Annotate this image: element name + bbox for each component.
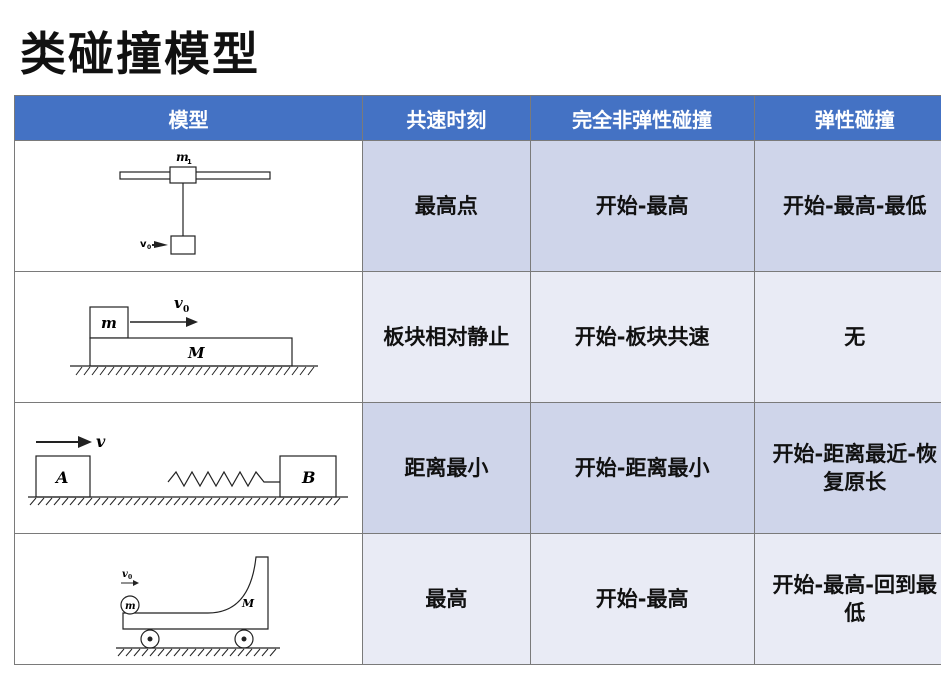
header-inelastic: 完全非弹性碰撞 [529, 95, 755, 141]
header-model: 模型 [14, 95, 363, 141]
cart-label: M [241, 597, 255, 610]
pendulum-svg: m 1 v 0 [119, 150, 272, 255]
velocity-subscript: 0 [128, 574, 132, 581]
table-row: m 1 v 0 最高点 开始-最高 开始-最高-最低 [14, 140, 941, 272]
ball-label: m [125, 601, 136, 612]
velocity-label: v [140, 239, 147, 250]
model-pendulum-diagram: m 1 v 0 [14, 140, 363, 272]
curved-cart-svg: v 0 m M [116, 556, 281, 657]
spring [167, 470, 281, 488]
velocity-label: v [122, 569, 128, 580]
table-row: m v 0 M [14, 271, 941, 403]
cell-elastic: 开始-距离最近-恢复原长 [753, 402, 941, 534]
cell-cospeed: 板块相对静止 [361, 271, 531, 403]
velocity-arrow-icon [186, 317, 199, 327]
cell-inelastic: 开始-最高 [529, 533, 755, 665]
velocity-label: v [174, 294, 183, 312]
small-block-label: m [101, 314, 117, 332]
table-header-row: 模型 共速时刻 完全非弹性碰撞 弹性碰撞 [14, 95, 941, 141]
block-plank-svg: m v 0 M [70, 294, 319, 376]
model-curved-cart-diagram: v 0 m M [14, 533, 363, 665]
plank-label: M [187, 344, 205, 362]
velocity-label: v [96, 432, 106, 451]
ground-hatching [118, 648, 277, 657]
block-a-label: A [54, 468, 68, 487]
spring-blocks-svg: v A B [28, 432, 349, 506]
cell-cospeed: 最高点 [361, 140, 531, 272]
cell-elastic: 开始-最高-最低 [753, 140, 941, 272]
curved-cart-body [122, 556, 270, 630]
ground-hatching [76, 366, 315, 376]
block-b-label: B [301, 468, 316, 487]
ground-hatching [30, 497, 341, 506]
cell-inelastic: 开始-距离最小 [529, 402, 755, 534]
velocity-subscript: 0 [147, 244, 151, 251]
cell-elastic: 开始-最高-回到最低 [753, 533, 941, 665]
velocity-subscript: 0 [183, 305, 189, 315]
model-spring-blocks-diagram: v A B [14, 402, 363, 534]
cell-inelastic: 开始-最高 [529, 140, 755, 272]
mass-subscript: 1 [187, 158, 192, 166]
header-elastic: 弹性碰撞 [753, 95, 941, 141]
velocity-arrow-icon [133, 580, 140, 586]
velocity-arrow-icon [154, 241, 169, 248]
model-block-plank-diagram: m v 0 M [14, 271, 363, 403]
cell-cospeed: 距离最小 [361, 402, 531, 534]
cell-elastic: 无 [753, 271, 941, 403]
table-row: v 0 m M [14, 533, 941, 665]
page-title: 类碰撞模型 [20, 27, 260, 81]
collision-model-table: 模型 共速时刻 完全非弹性碰撞 弹性碰撞 m 1 v 0 [14, 95, 941, 665]
cell-cospeed: 最高 [361, 533, 531, 665]
header-cospeed: 共速时刻 [361, 95, 531, 141]
mass-label: m [176, 150, 189, 164]
velocity-arrow-icon [78, 436, 93, 448]
table-row: v A B [14, 402, 941, 534]
cell-inelastic: 开始-板块共速 [529, 271, 755, 403]
